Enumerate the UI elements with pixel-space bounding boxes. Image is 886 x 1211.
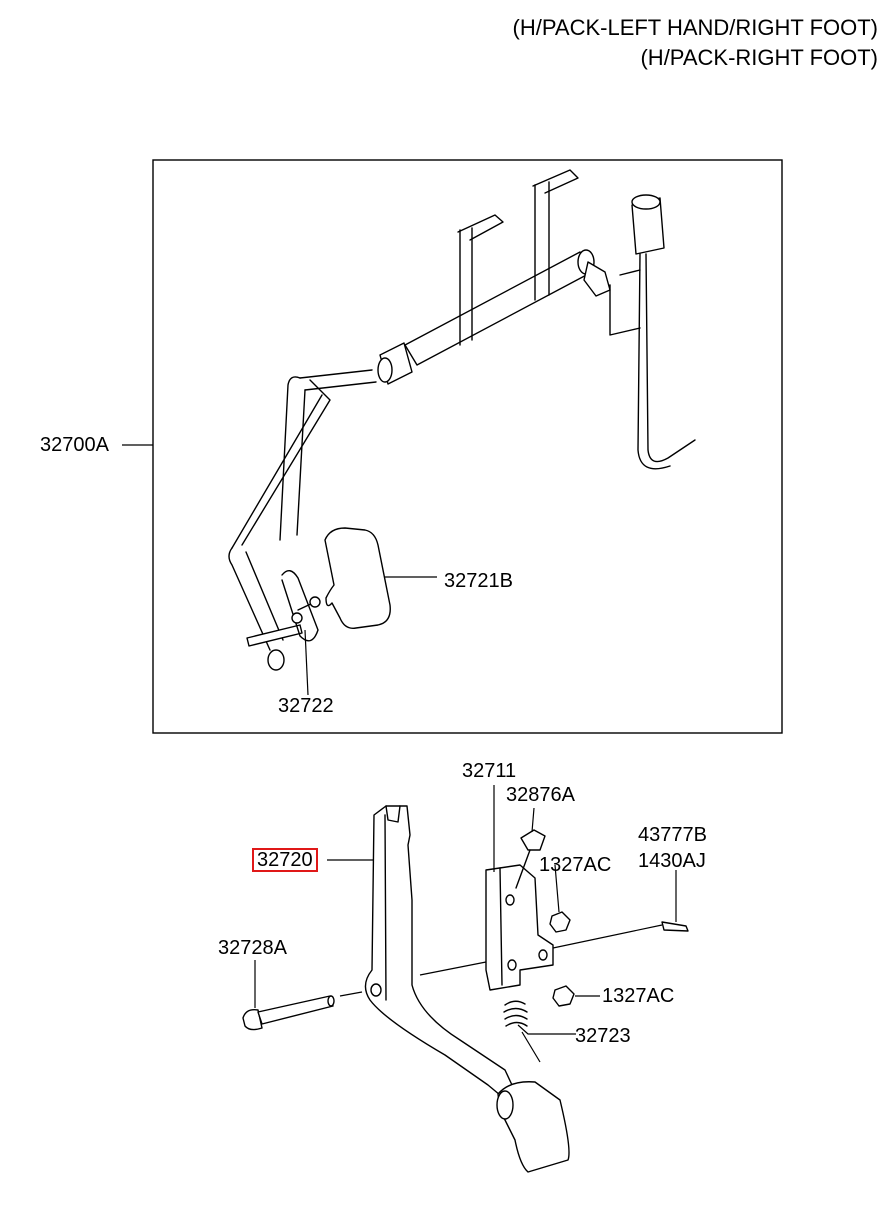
label-32721B[interactable]: 32721B	[444, 570, 513, 592]
label-1430AJ[interactable]: 1430AJ	[638, 850, 706, 872]
label-32711[interactable]: 32711	[462, 760, 517, 782]
pedal-assembly-illustration	[228, 169, 696, 671]
label-32723[interactable]: 32723	[575, 1025, 631, 1047]
pedal-arm-illustration	[242, 805, 689, 1173]
assembly-frame	[152, 159, 783, 734]
label-32720-highlighted[interactable]: 32720	[252, 848, 318, 872]
label-32728A[interactable]: 32728A	[218, 937, 287, 959]
label-1327AC-bottom[interactable]: 1327AC	[602, 985, 675, 1007]
header-line-2: (H/PACK-RIGHT FOOT)	[640, 45, 878, 70]
label-1327AC-top[interactable]: 1327AC	[539, 854, 612, 876]
label-32722[interactable]: 32722	[278, 695, 334, 717]
label-43777B[interactable]: 43777B	[638, 824, 707, 846]
label-32876A[interactable]: 32876A	[506, 784, 575, 806]
header-line-1: (H/PACK-LEFT HAND/RIGHT FOOT)	[512, 15, 878, 40]
label-32700A[interactable]: 32700A	[40, 434, 109, 456]
